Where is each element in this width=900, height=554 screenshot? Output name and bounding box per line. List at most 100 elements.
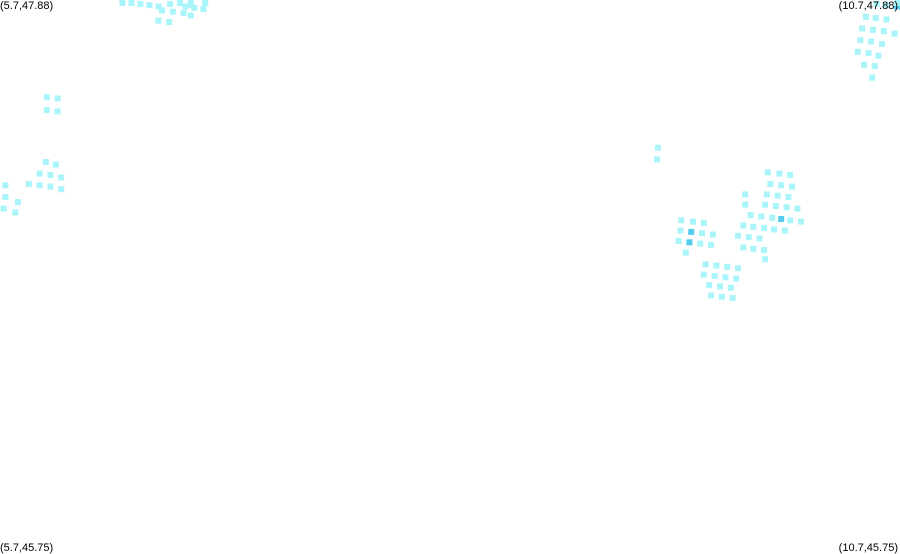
grid-cell [724, 263, 731, 270]
grid-cell [167, 0, 174, 7]
grid-cell [871, 63, 878, 70]
grid-cell [54, 95, 61, 102]
grid-cell [873, 0, 880, 7]
grid-cell [155, 17, 162, 24]
grid-cell [772, 203, 779, 209]
grid-cell [708, 241, 714, 248]
grid-cell [654, 144, 661, 151]
grid-cell [677, 227, 684, 234]
corner-label-bottom-right: (10.7,45.75) [838, 542, 898, 554]
grid-cell [879, 41, 885, 48]
grid-cell [58, 174, 65, 181]
grid-cell [36, 170, 43, 177]
grid-cell [47, 183, 54, 190]
grid-cell [740, 222, 747, 229]
corner-label-bottom-left: (5.7,45.75) [0, 542, 54, 554]
grid-cell [711, 273, 718, 279]
grid-cell [859, 25, 866, 32]
grid-cell [700, 271, 707, 278]
grid-cell [778, 216, 785, 222]
grid-cell [761, 225, 768, 232]
grid-cell [654, 156, 660, 163]
grid-cell [146, 2, 153, 9]
grid-cell [857, 37, 864, 44]
grid-cell [794, 205, 801, 212]
grid-cell [758, 213, 765, 220]
grid-cell [733, 275, 740, 282]
grid-cell [747, 212, 754, 219]
grid-cell [762, 201, 768, 208]
grid-cell [735, 265, 741, 272]
grid-cell [159, 7, 165, 14]
grid-cell [875, 52, 882, 59]
grid-cell [761, 247, 768, 254]
grid-cell [722, 274, 729, 281]
grid-cell [155, 3, 162, 10]
grid-cell [798, 218, 804, 225]
grid-cell [869, 74, 876, 81]
grid-cell [15, 199, 21, 206]
grid-cell [762, 256, 768, 263]
grid-cell [769, 214, 776, 221]
grid-cell [42, 159, 49, 165]
grid-cell [43, 94, 50, 101]
grid-cell [675, 238, 682, 244]
corner-label-top-left: (5.7,47.88) [0, 0, 54, 12]
grid-cell [740, 244, 747, 251]
grid-cell [767, 181, 774, 187]
grid-cell [119, 0, 126, 6]
grid-cell [137, 0, 144, 7]
grid-cell [763, 191, 770, 198]
grid-cell [47, 171, 54, 178]
grid-cell [180, 10, 187, 16]
grid-cell [54, 108, 61, 115]
grid-cell [686, 239, 693, 246]
grid-cell [894, 3, 900, 10]
grid-cell [169, 8, 176, 15]
grid-cell [783, 204, 790, 211]
grid-cell [776, 170, 783, 177]
grid-cell [700, 219, 707, 226]
grid-cell [2, 182, 9, 189]
grid-cell [862, 13, 869, 20]
grid-cell [709, 231, 716, 238]
corner-label-top-right: (10.7,47.88) [838, 0, 898, 12]
grid-cell [182, 3, 189, 10]
grid-cell [764, 169, 771, 176]
grid-cell [789, 183, 795, 190]
grid-cell [713, 262, 720, 269]
grid-cell [12, 209, 19, 216]
grid-cell [750, 245, 757, 252]
grid-cell [688, 228, 695, 235]
grid-cell [756, 235, 763, 242]
grid-cell [166, 19, 173, 25]
grid-cell [690, 218, 696, 225]
grid-cell [697, 240, 704, 247]
grid-cell [880, 28, 887, 35]
grid-cell [718, 293, 725, 300]
grid-cell [202, 0, 209, 6]
grid-cell [706, 282, 713, 289]
grid-cell [861, 61, 867, 68]
grid-cell [787, 217, 794, 224]
grid-cell [25, 181, 32, 187]
grid-cell [36, 182, 43, 189]
grid-cell [2, 194, 9, 200]
grid-cell [128, 0, 135, 6]
grid-cell [58, 186, 65, 193]
grid-cell [52, 161, 59, 168]
grid-cell [785, 194, 792, 200]
grid-cell [699, 230, 705, 237]
grid-cell [187, 2, 194, 9]
grid-cell [745, 234, 752, 241]
grid-cell [43, 107, 50, 114]
grid-cell [717, 283, 723, 290]
grid-cell [865, 50, 872, 57]
grid-cell [883, 16, 890, 23]
grid-cell [771, 226, 777, 233]
grid-cell [750, 223, 757, 230]
grid-cell [682, 249, 689, 256]
grid-cell [735, 232, 741, 239]
grid-cell [774, 192, 781, 199]
